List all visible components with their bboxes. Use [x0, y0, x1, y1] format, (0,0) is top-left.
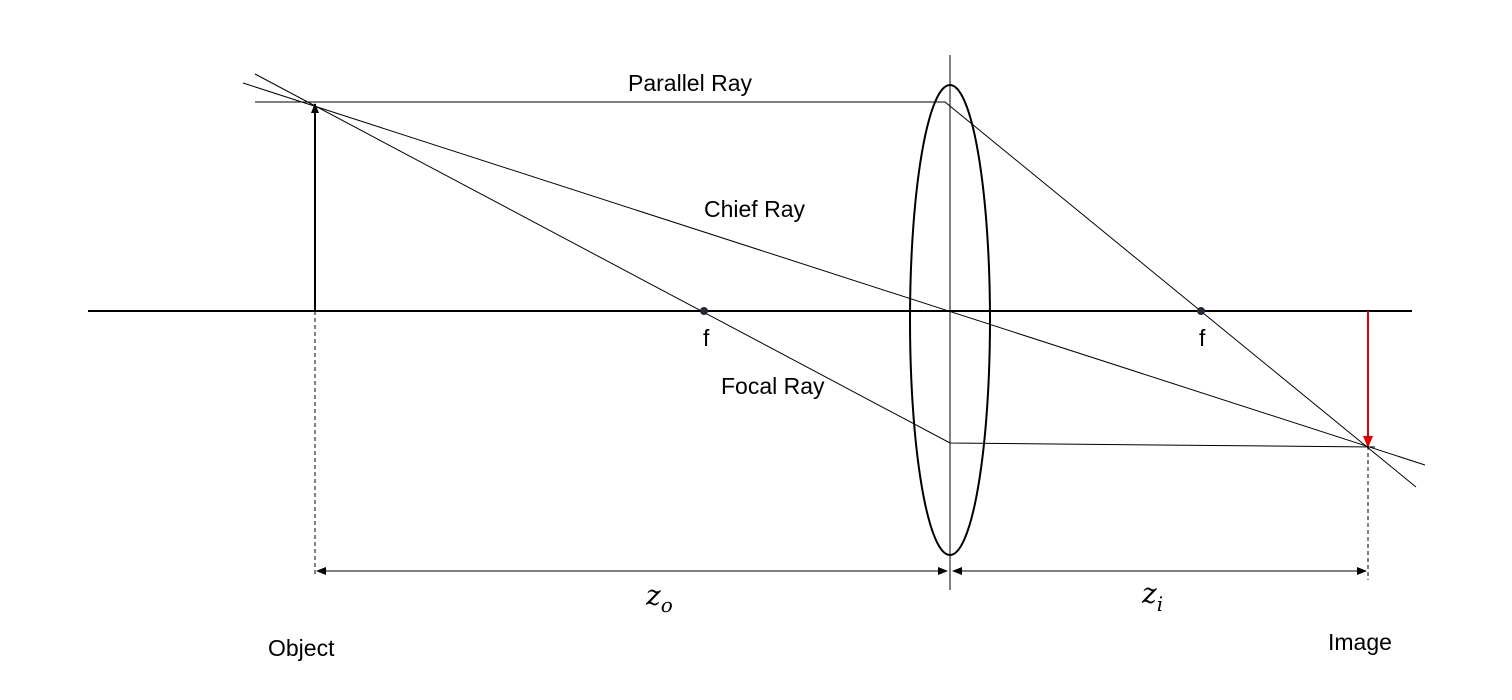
image-distance-symbol: z: [1141, 577, 1157, 610]
focal-point-right: [1197, 307, 1205, 315]
parallel-ray-label: Parallel Ray: [628, 70, 752, 96]
object-distance-label: zo: [645, 579, 673, 617]
object-distance-subscript: o: [661, 593, 673, 617]
chief-ray: [242, 82, 1426, 466]
image-label: Image: [1328, 629, 1392, 655]
chief-ray-label: Chief Ray: [704, 196, 805, 222]
focal-ray: [254, 73, 1376, 448]
parallel-ray: [255, 101, 1417, 488]
focal-point-left: [700, 307, 708, 315]
image-distance-subscript: i: [1157, 592, 1163, 616]
image-distance-label: zi: [1141, 577, 1163, 616]
object-label: Object: [268, 635, 335, 661]
focal-ray-label: Focal Ray: [721, 373, 825, 399]
focal-label-right: f: [1199, 325, 1206, 351]
object-distance-symbol: z: [645, 579, 661, 612]
focal-label-left: f: [703, 325, 710, 351]
